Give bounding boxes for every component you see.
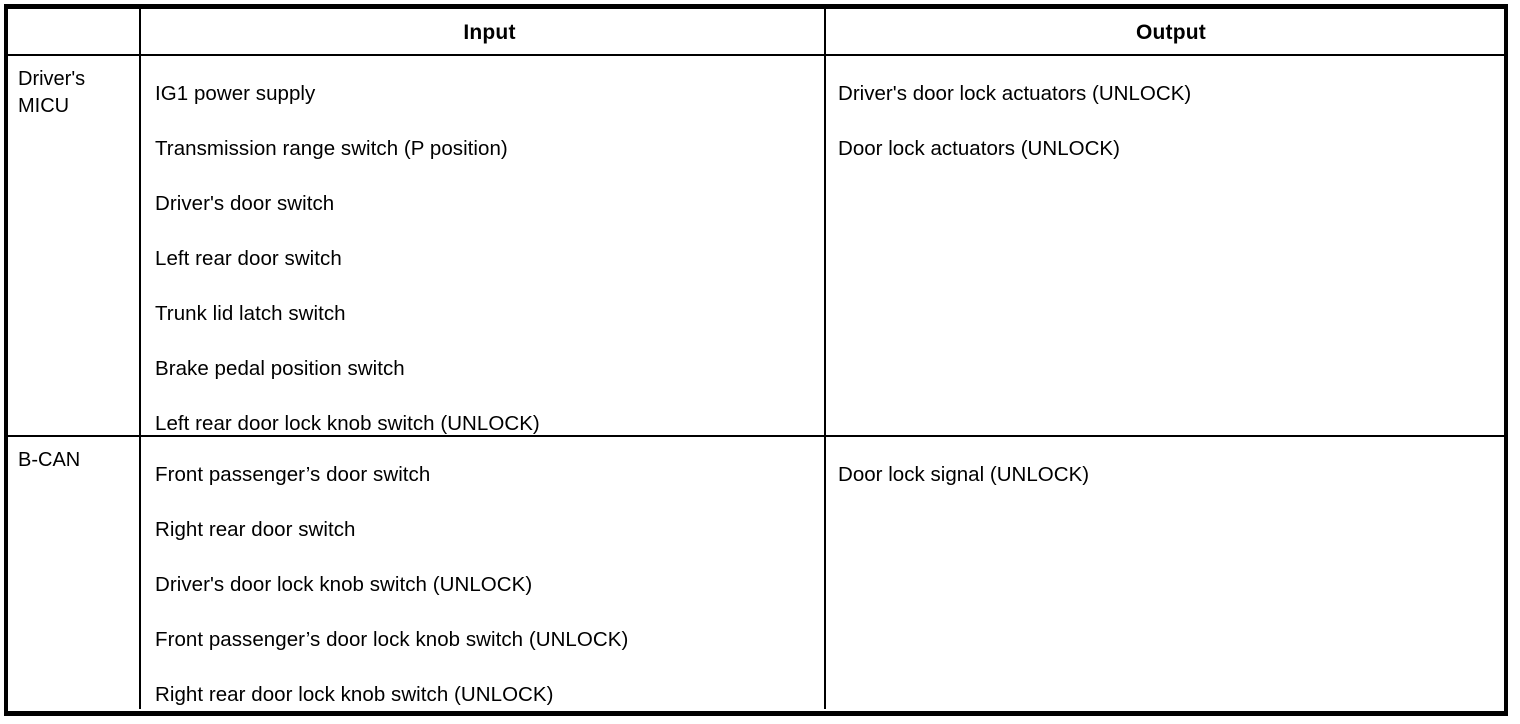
list-item: Door lock actuators (UNLOCK) (838, 137, 1120, 160)
row-output-cell: Driver's door lock actuators (UNLOCK) Do… (826, 56, 1504, 435)
table-row: B-CAN Front passenger’s door switch Righ… (8, 437, 1504, 709)
list-item: Right rear door switch (155, 518, 356, 541)
row-system-label: Driver's MICU (18, 68, 86, 117)
row-system-cell: B-CAN (8, 437, 141, 709)
list-item: Left rear door lock knob switch (UNLOCK) (155, 412, 540, 435)
row-output-cell: Door lock signal (UNLOCK) (826, 437, 1504, 709)
header-cell-output: Output (826, 9, 1504, 54)
list-item: Driver's door switch (155, 192, 335, 215)
list-item: IG1 power supply (155, 82, 316, 105)
row-input-cell: Front passenger’s door switch Right rear… (141, 437, 826, 709)
list-item: Driver's door lock actuators (UNLOCK) (838, 82, 1192, 105)
table-row: Driver's MICU IG1 power supply Transmiss… (8, 56, 1504, 437)
table-header-row: Input Output (8, 9, 1504, 56)
input-output-table: Input Output Driver's MICU IG1 power sup… (4, 4, 1508, 716)
list-item: Door lock signal (UNLOCK) (838, 463, 1090, 486)
header-output-label: Output (1135, 21, 1206, 44)
row-system-cell: Driver's MICU (8, 56, 141, 435)
list-item: Front passenger’s door lock knob switch … (155, 628, 629, 651)
row-system-label: B-CAN (18, 449, 81, 471)
input-item-list: IG1 power supply Transmission range swit… (155, 66, 824, 451)
row-input-cell: IG1 power supply Transmission range swit… (141, 56, 826, 435)
list-item: Brake pedal position switch (155, 357, 405, 380)
output-item-list: Door lock signal (UNLOCK) (838, 447, 1504, 502)
table-body: Input Output Driver's MICU IG1 power sup… (8, 9, 1504, 711)
input-item-list: Front passenger’s door switch Right rear… (155, 447, 824, 722)
list-item: Left rear door switch (155, 247, 342, 270)
list-item: Trunk lid latch switch (155, 302, 346, 325)
list-item: Front passenger’s door switch (155, 463, 431, 486)
list-item: Driver's door lock knob switch (UNLOCK) (155, 573, 533, 596)
header-input-label: Input (463, 21, 516, 44)
header-cell-system (8, 9, 141, 54)
list-item: Right rear door lock knob switch (UNLOCK… (155, 683, 554, 706)
list-item: Transmission range switch (P position) (155, 137, 508, 160)
output-item-list: Driver's door lock actuators (UNLOCK) Do… (838, 66, 1504, 176)
header-cell-input: Input (141, 9, 826, 54)
